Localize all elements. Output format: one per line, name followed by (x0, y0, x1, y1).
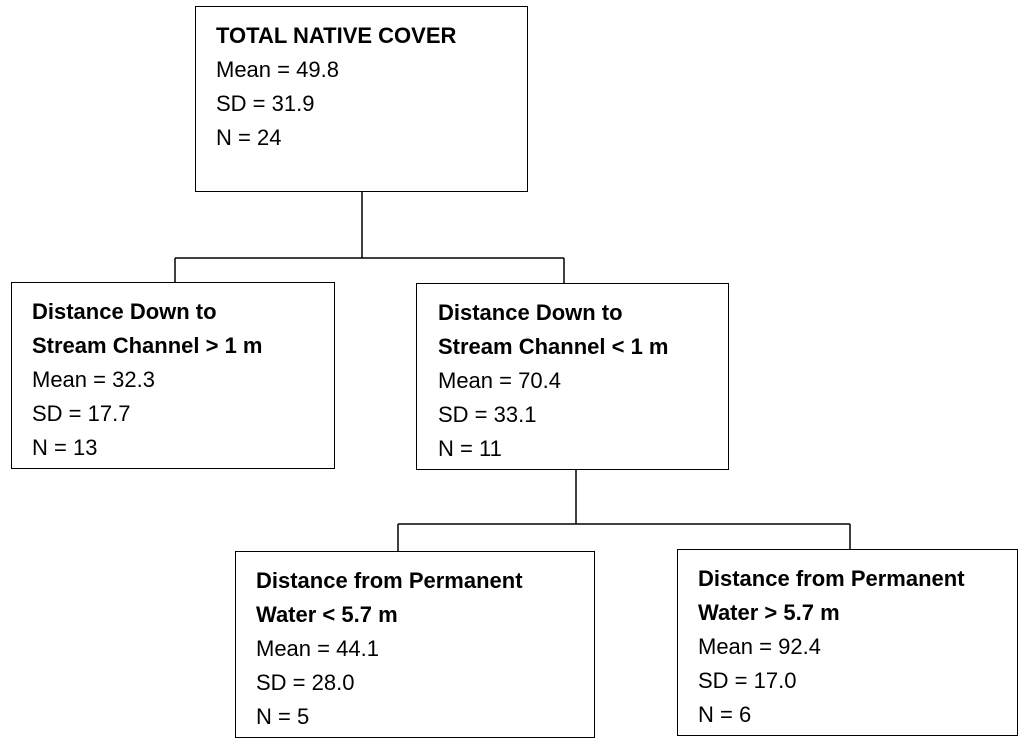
node-mean: Mean = 92.4 (698, 634, 821, 659)
node-mean: Mean = 44.1 (256, 636, 379, 661)
node-title-line-2: Water > 5.7 m (698, 600, 840, 625)
node-mean: Mean = 70.4 (438, 368, 561, 393)
node-stream-channel-less-1m: Distance Down to Stream Channel < 1 m Me… (416, 283, 729, 470)
node-n: N = 24 (216, 125, 282, 150)
node-permanent-water-less-5-7m: Distance from Permanent Water < 5.7 m Me… (235, 551, 595, 738)
node-sd: SD = 28.0 (256, 670, 355, 695)
node-sd: SD = 33.1 (438, 402, 537, 427)
node-title-line-1: Distance from Permanent (256, 568, 523, 593)
node-total-native-cover: TOTAL NATIVE COVER Mean = 49.8 SD = 31.9… (195, 6, 528, 192)
node-mean: Mean = 32.3 (32, 367, 155, 392)
node-title-line-1: Distance from Permanent (698, 566, 965, 591)
node-n: N = 5 (256, 704, 310, 729)
node-title-line-2: Stream Channel > 1 m (32, 333, 263, 358)
node-title-line-2: Water < 5.7 m (256, 602, 398, 627)
node-n: N = 6 (698, 702, 752, 727)
node-sd: SD = 17.0 (698, 668, 797, 693)
node-title-line-1: Distance Down to (32, 299, 217, 324)
node-n: N = 13 (32, 435, 98, 460)
node-title-line-1: Distance Down to (438, 300, 623, 325)
node-sd: SD = 17.7 (32, 401, 131, 426)
node-permanent-water-greater-5-7m: Distance from Permanent Water > 5.7 m Me… (677, 549, 1018, 736)
node-title-line-2: Stream Channel < 1 m (438, 334, 669, 359)
node-sd: SD = 31.9 (216, 91, 315, 116)
node-n: N = 11 (438, 436, 502, 461)
node-title: TOTAL NATIVE COVER (216, 23, 457, 48)
node-mean: Mean = 49.8 (216, 57, 339, 82)
node-stream-channel-greater-1m: Distance Down to Stream Channel > 1 m Me… (11, 282, 335, 469)
